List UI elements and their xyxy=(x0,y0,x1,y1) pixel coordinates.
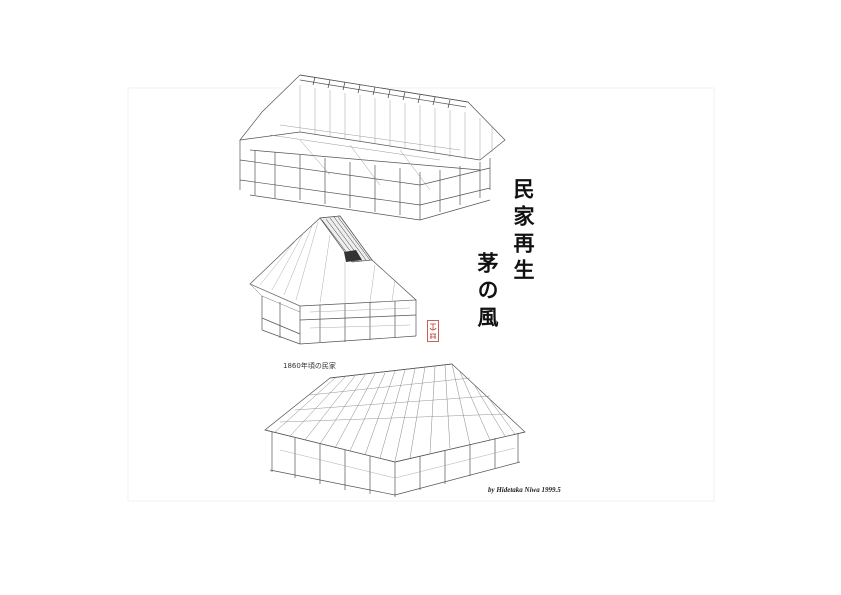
title-line-1: 民家再生 xyxy=(511,178,536,286)
top-house-drawing xyxy=(239,74,506,221)
bottom-house-drawing xyxy=(264,363,526,497)
title-line-2: 茅の風 xyxy=(475,252,500,333)
author-credit: by Hidetaka Niwa 1999.5 xyxy=(488,486,561,494)
page-frame xyxy=(127,87,715,502)
illustration-caption: 1860年頃の民家 xyxy=(283,362,336,370)
middle-house-drawing xyxy=(249,215,417,345)
red-seal-stamp-icon xyxy=(427,320,439,342)
